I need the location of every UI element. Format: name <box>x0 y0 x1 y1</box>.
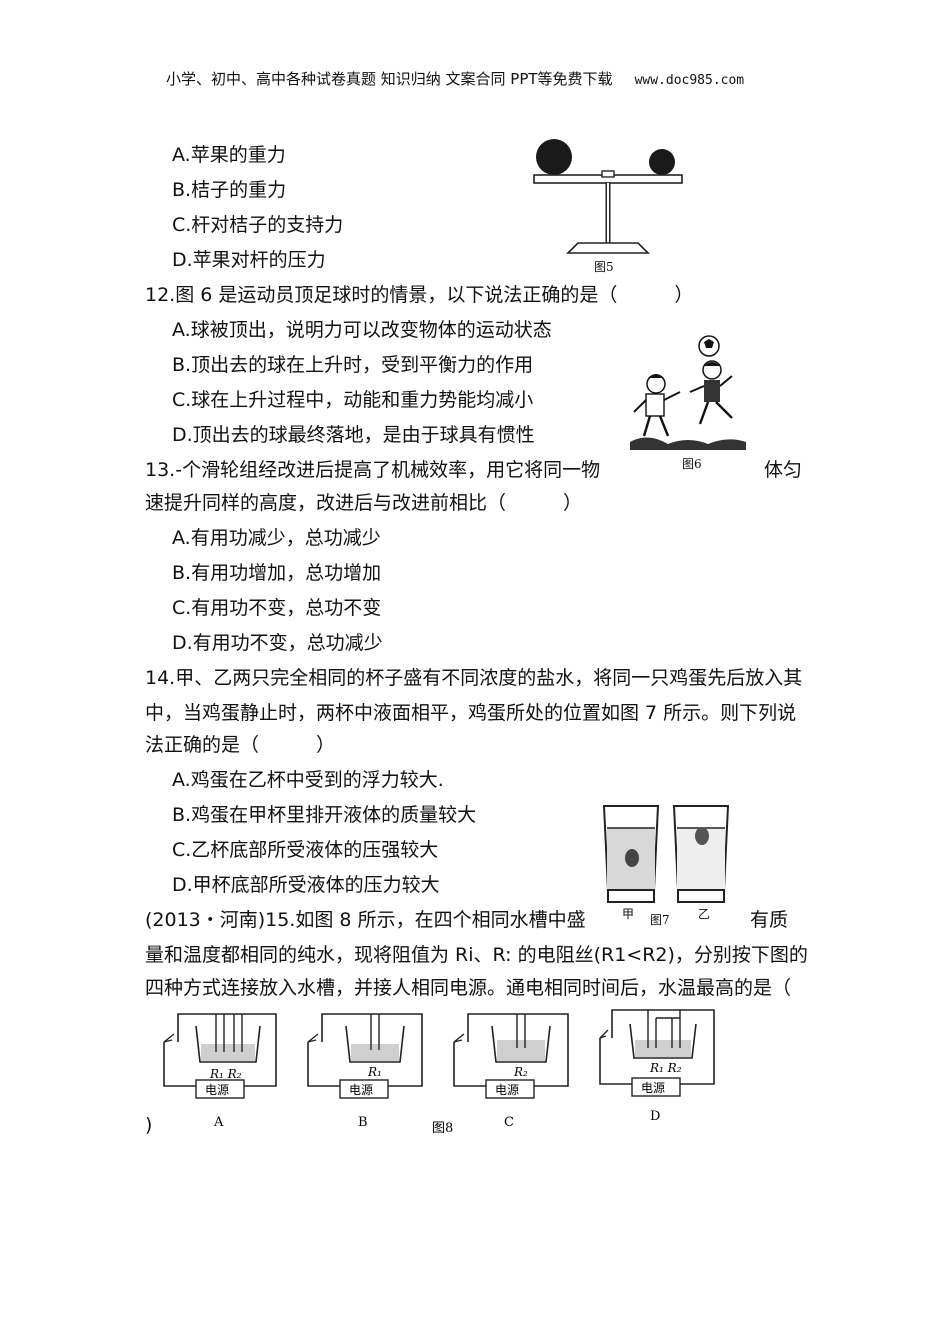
power-source-a <box>195 1079 245 1099</box>
egg-left-icon <box>625 849 639 867</box>
q15-stem-line-1-tail: 有质 <box>750 909 789 931</box>
q13-option-b: B.有用功增加，总功增加 <box>172 562 382 584</box>
figure-8-circuits: R₁ R₂ 电源 A R₁ 电源 B R₂ 电源 C <box>163 1009 715 1136</box>
q14-option-b: B.鸡蛋在甲杯里排开液体的质量较大 <box>172 804 477 826</box>
figure-8-label: 图8 <box>432 1121 453 1136</box>
circuit-a-resistors: R₁ R₂ <box>209 1067 242 1081</box>
water-tank-c <box>491 1025 551 1063</box>
power-label-d: 电源 <box>641 1081 665 1095</box>
q15-stem-line-1: (2013・河南)15.如图 8 所示，在四个相同水槽中盛 <box>145 909 586 931</box>
figure-7-cups: 甲 图7 乙 <box>602 805 730 927</box>
circuit-a: R₁ R₂ 电源 A <box>163 1013 277 1130</box>
q11-option-b: B.桔子的重力 <box>172 179 287 201</box>
figure-5-label: 图5 <box>594 260 614 274</box>
q14-stem-line-3: 法正确的是（ ） <box>145 734 336 756</box>
water-tank-a <box>195 1025 261 1063</box>
circuit-b-letter: B <box>358 1115 368 1130</box>
cup-right-icon <box>672 805 730 903</box>
water-tank-b <box>345 1025 405 1063</box>
page-header: 小学、初中、高中各种试卷真题 知识归纳 文案合同 PPT等免费下载 www.doc… <box>166 68 744 92</box>
figure-5-balance: 图5 <box>533 139 683 274</box>
q12-option-b: B.顶出去的球在上升时，受到平衡力的作用 <box>172 354 534 376</box>
power-label-b: 电源 <box>349 1083 373 1097</box>
q14-option-d: D.甲杯底部所受液体的压力较大 <box>172 874 440 896</box>
q11-option-a: A.苹果的重力 <box>172 144 286 166</box>
q12-stem: 12.图 6 是运动员顶足球时的情景，以下说法正确的是（ ） <box>145 284 694 306</box>
q14-option-a: A.鸡蛋在乙杯中受到的浮力较大. <box>172 769 444 791</box>
q13-stem-line-2: 速提升同样的高度，改进后与改进前相比（ ） <box>145 492 583 514</box>
figure-6-players: 图6 <box>630 335 746 471</box>
q13-stem-line-1-tail: 体匀 <box>764 459 803 481</box>
figure-7-label: 图7 <box>650 913 670 927</box>
figure-6-label: 图6 <box>682 457 702 471</box>
circuit-d: R₁ R₂ 电源 D <box>599 1009 715 1124</box>
circuit-c-resistors: R₂ <box>513 1065 528 1079</box>
q12-option-a: A.球被顶出，说明力可以改变物体的运动状态 <box>172 319 552 341</box>
circuit-b: R₁ 电源 B <box>307 1013 423 1130</box>
power-source-b <box>339 1079 389 1099</box>
q13-stem-line-1: 13.-个滑轮组经改进后提高了机械效率，用它将同一物 <box>145 459 601 481</box>
apple-icon <box>536 139 572 175</box>
q14-option-c: C.乙杯底部所受液体的压强较大 <box>172 839 439 861</box>
q13-option-c: C.有用功不变，总功不变 <box>172 597 382 619</box>
q14-stem-line-1: 14.甲、乙两只完全相同的杯子盛有不同浓度的盐水，将同一只鸡蛋先后放入其 <box>145 667 803 689</box>
power-label-c: 电源 <box>495 1083 519 1097</box>
q13-option-a: A.有用功减少，总功减少 <box>172 527 381 549</box>
egg-right-icon <box>695 827 709 845</box>
water-tank-d <box>629 1023 697 1059</box>
q15-stem-line-3: 四种方式连接放入水槽，并接人相同电源。通电相同时间后，水温最高的是（ <box>145 977 792 999</box>
cup-right-label: 乙 <box>698 907 710 921</box>
balance-base <box>566 242 650 254</box>
cup-left-label: 甲 <box>622 907 634 921</box>
q14-stem-line-2: 中，当鸡蛋静止时，两杯中液面相平，鸡蛋所处的位置如图 7 所示。则下列说 <box>145 702 797 724</box>
power-source-c <box>485 1079 535 1099</box>
circuit-b-resistors: R₁ <box>367 1065 382 1079</box>
circuit-c-letter: C <box>504 1115 514 1130</box>
q12-option-d: D.顶出去的球最终落地，是由于球具有惯性 <box>172 424 535 446</box>
q15-stem-line-2: 量和温度都相同的纯水，现将阻值为 Ri、R: 的电阻丝(R1<R2)，分别按下图… <box>145 944 808 966</box>
orange-icon <box>649 149 675 175</box>
grass <box>630 437 746 450</box>
circuit-d-resistors: R₁ R₂ <box>649 1061 682 1075</box>
header-title: 小学、初中、高中各种试卷真题 知识归纳 文案合同 PPT等免费下载 <box>166 70 613 88</box>
q13-option-d: D.有用功不变，总功减少 <box>172 632 383 654</box>
power-source-d <box>631 1077 681 1097</box>
q15-close-paren: ) <box>145 1114 153 1136</box>
q11-option-d: D.苹果对杆的压力 <box>172 249 326 271</box>
circuit-d-letter: D <box>650 1109 660 1124</box>
circuit-a-letter: A <box>213 1115 224 1130</box>
power-label-a: 电源 <box>205 1083 229 1097</box>
q12-option-c: C.球在上升过程中，动能和重力势能均减小 <box>172 389 534 411</box>
header-url[interactable]: www.doc985.com <box>634 73 745 88</box>
cup-left-icon <box>602 805 660 903</box>
q11-option-c: C.杆对桔子的支持力 <box>172 214 344 236</box>
circuit-c: R₂ 电源 C <box>453 1013 569 1130</box>
